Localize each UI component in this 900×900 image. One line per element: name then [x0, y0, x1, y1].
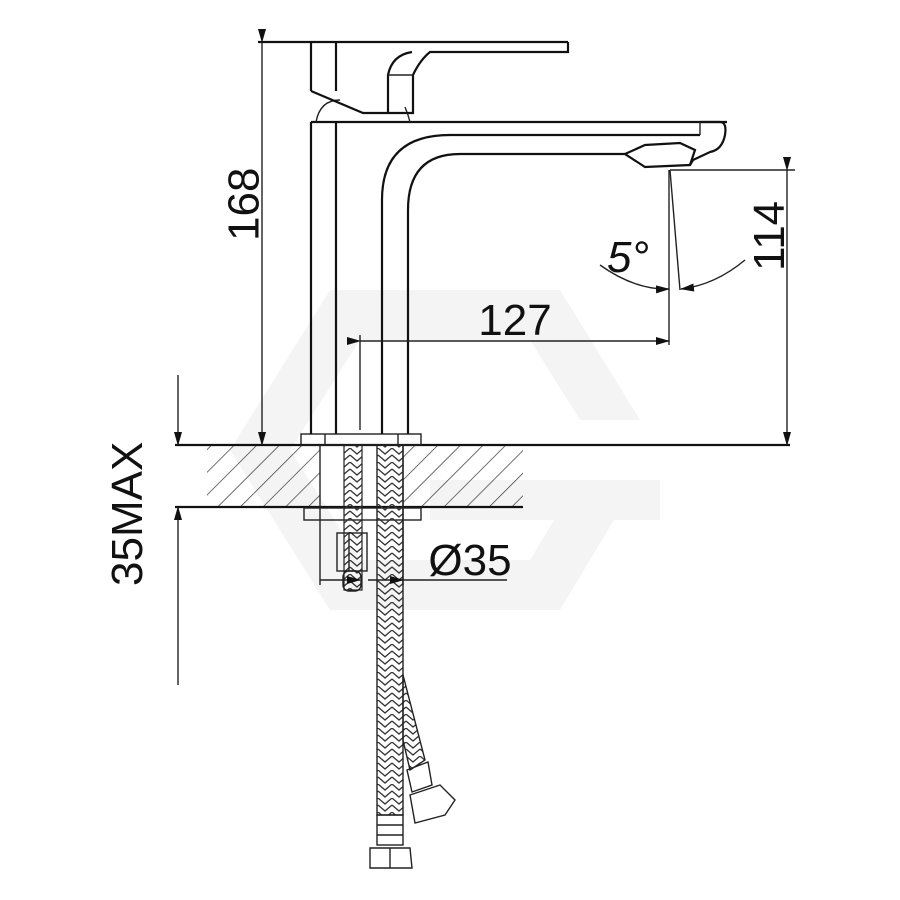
- dimension-label-5deg: 5°: [607, 233, 649, 282]
- base-flange: [300, 433, 422, 446]
- dimension-label-127: 127: [478, 296, 551, 345]
- dimension-label-168: 168: [219, 168, 268, 241]
- dimension-label-diameter: Ø35: [428, 536, 511, 585]
- dimension-hole-diameter: Ø35: [319, 507, 512, 585]
- benchtop-section: [175, 443, 790, 509]
- threaded-stud: [343, 444, 363, 591]
- braided-hose-2: [402, 674, 456, 824]
- lever-handle: [258, 40, 570, 115]
- dimension-spout-reach: 127: [347, 170, 670, 430]
- tap-body: [309, 99, 727, 434]
- braided-hose-1: [369, 444, 413, 869]
- hex-nut: [336, 532, 368, 592]
- dimension-overall-height: 168: [219, 29, 268, 446]
- dimension-label-114: 114: [745, 201, 794, 271]
- dimension-spout-angle: 5°: [599, 169, 746, 294]
- dimension-spout-height: 114: [670, 157, 795, 446]
- dimension-max-thickness: 35MAX: [103, 375, 182, 685]
- spout: [380, 120, 727, 434]
- dimension-label-35max: 35MAX: [103, 442, 152, 586]
